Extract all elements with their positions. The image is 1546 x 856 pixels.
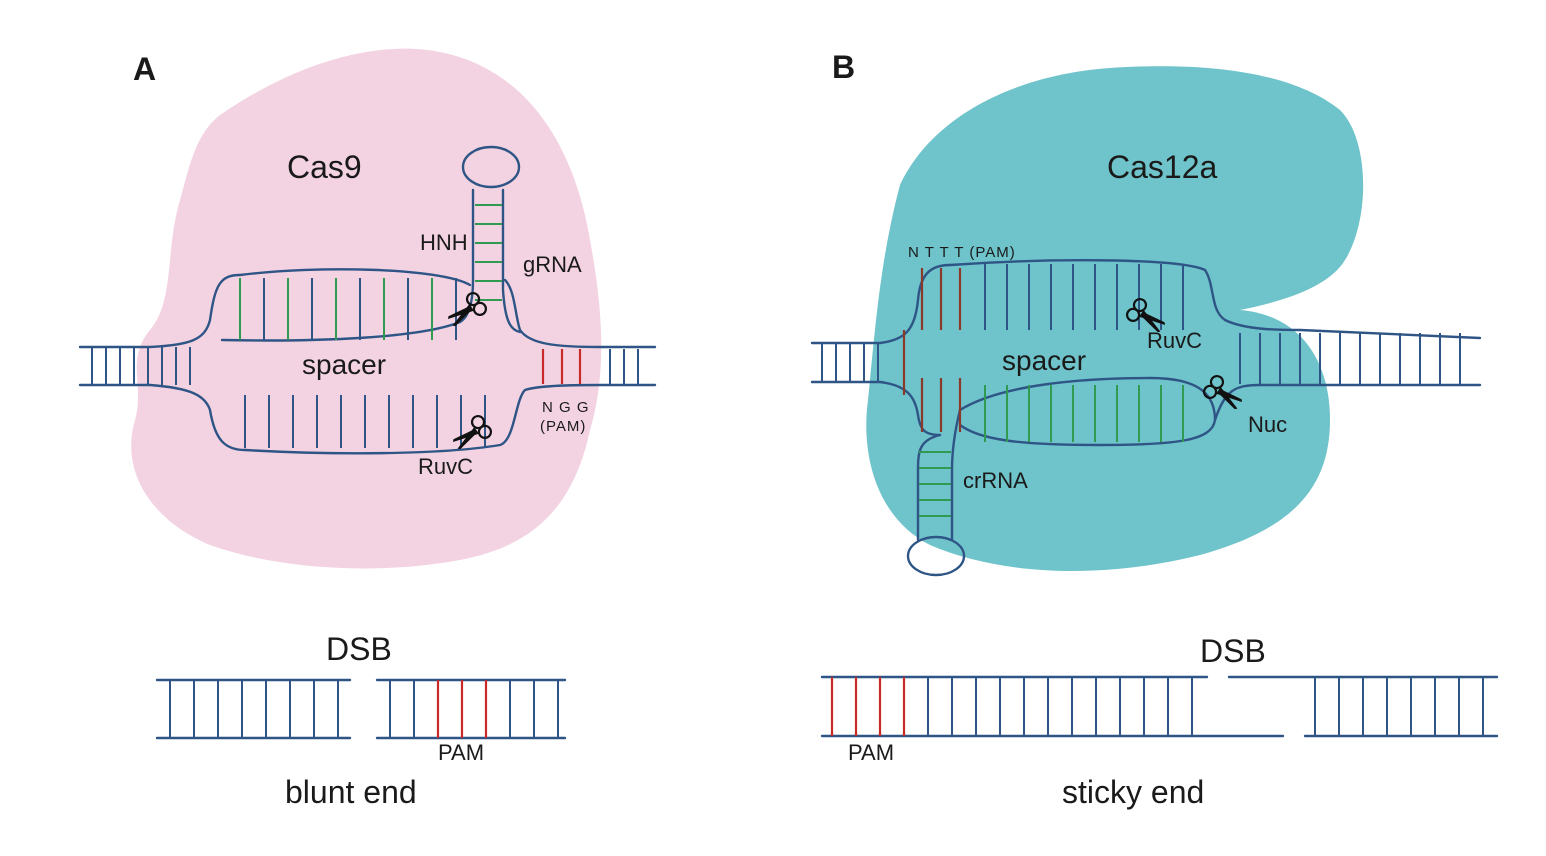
ruvc-scissors-icon-b [1125, 297, 1166, 333]
cas9-grna-strand [220, 188, 475, 342]
spacer-label-b: spacer [1002, 345, 1086, 376]
pam-label-a: PAM [438, 740, 484, 765]
cas9-base-pairs [239, 204, 639, 448]
nttt-pam-label: N T T T (PAM) [908, 244, 1016, 261]
ngg-label: N G G [542, 399, 590, 416]
nuc-label: Nuc [1248, 412, 1287, 437]
spacer-label-a: spacer [302, 349, 386, 380]
dsb-label-a: DSB [326, 631, 392, 667]
panel-b: B Cas12a N T T T (PAM) spacer RuvC Nuc [810, 49, 1499, 810]
panel-a-letter: A [133, 51, 156, 87]
cas9-bottom-strand [243, 383, 657, 455]
grna-label: gRNA [523, 252, 582, 277]
ruvc-label-a: RuvC [418, 454, 473, 479]
grna-loop [461, 145, 521, 189]
cas9-target-strand-top [238, 268, 472, 287]
blunt-end-label: blunt end [285, 774, 417, 810]
cas12a-protein-blob [866, 66, 1364, 572]
panel-a: A Cas9 HNH gRN [78, 48, 657, 810]
cas12a-label: Cas12a [1107, 149, 1218, 185]
cas12a-base-pairs [821, 264, 1461, 517]
cas9-protein-blob [131, 48, 602, 569]
ruvc-scissors-icon-a [452, 414, 493, 450]
nuc-scissors-icon [1202, 374, 1243, 410]
hnh-scissors-icon [447, 291, 488, 327]
panel-b-letter: B [832, 49, 855, 85]
hnh-label: HNH [420, 230, 468, 255]
crrna-loop [906, 535, 966, 577]
sticky-end-label: sticky end [1062, 774, 1204, 810]
ngg-pam-tag: (PAM) [540, 418, 586, 435]
crrna-label: crRNA [963, 468, 1028, 493]
cas12a-top-strand [948, 259, 1482, 340]
dsb-label-b: DSB [1200, 633, 1266, 669]
cas9-label: Cas9 [287, 149, 362, 185]
cas9-nontarget-top-right [503, 278, 657, 349]
cas9-dna-left-arm [78, 273, 247, 452]
pam-label-b: PAM [848, 740, 894, 765]
cas12a-crrna-strand [958, 376, 1217, 447]
cas12a-bottom-right [1213, 383, 1482, 422]
blunt-end-fragments [155, 678, 567, 740]
ruvc-label-b: RuvC [1147, 328, 1202, 353]
sticky-end-fragments [820, 675, 1499, 738]
